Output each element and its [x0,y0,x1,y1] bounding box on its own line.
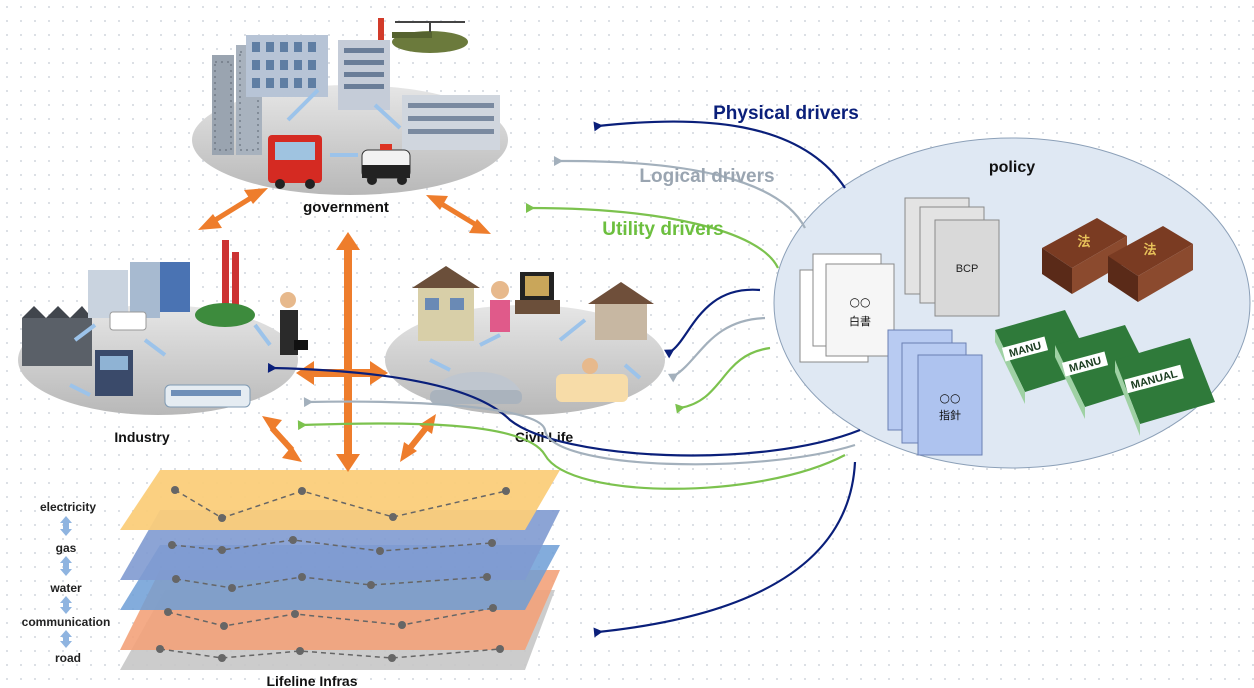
policy-group: policy ○○ 白書 BCP ○○ 指針 [773,137,1251,469]
layer-label-communication: communication [22,615,111,629]
policy-title: policy [989,159,1035,176]
government-civil-arrow [426,195,491,234]
physical-drivers-label: Physical drivers [713,103,859,124]
whitepaper-document-stack: ○○ 白書 [799,253,895,363]
layer-link-arrows [60,516,72,648]
physical-arrow-civil [663,288,761,359]
apartment-house-icon [412,266,480,341]
guideline-label-line2: 指針 [939,408,961,422]
utility-arrow-industry [297,420,846,490]
television-icon [515,272,560,314]
network-nodes [156,486,510,662]
bathtub-icon [556,358,628,402]
logical-arrow-civil [667,316,766,383]
lifeline-label: Lifeline Infras [266,673,357,688]
law-book-char-2: 法 [1143,242,1156,258]
guideline-label-line1: ○○ [940,391,961,405]
driver-arrows [267,120,861,638]
layer-label-electricity: electricity [40,500,96,514]
civil-life-cluster: Civil Life [385,266,665,445]
government-building-icon [338,18,390,110]
whitepaper-label-line1: ○○ [850,295,871,309]
government-cluster: government [192,18,508,216]
utility-arrow-government [525,202,779,269]
bcp-label: BCP [956,263,979,275]
layer-label-gas: gas [56,541,77,555]
industry-cluster: Industry [18,240,308,445]
industry-label: Industry [114,429,169,445]
law-book-icon-2: 法 [1108,226,1193,302]
family-icon [490,281,510,332]
law-book-char: 法 [1077,234,1090,250]
physical-arrow-industry [267,362,861,457]
layer-electricity-plane [120,470,560,530]
city-buildings-icon [88,262,190,318]
logical-drivers-label: Logical drivers [639,166,774,187]
house-icon [588,282,654,340]
truck-icon [95,350,133,396]
civil-lifeline-arrow [400,414,436,462]
power-plant-icon [195,240,255,327]
industry-lifeline-arrow [262,416,302,462]
logical-arrow-industry [303,397,856,466]
industry-civil-arrow [296,361,388,385]
layer-label-water: water [49,581,82,595]
manual-book-icon-3: MANUAL [1115,338,1215,436]
industry-interaction-arrows [69,323,272,397]
civil-interaction-arrows [429,318,642,380]
car-icon [430,371,522,404]
bcp-document-stack: BCP [904,197,1000,317]
government-interaction-arrows [286,88,402,157]
physical-arrow-government [593,120,846,189]
office-building-icon [246,35,328,97]
guideline-document-stack: ○○ 指針 [887,329,983,456]
utility-arrow-civil [675,346,771,414]
whitepaper-label-line2: 白書 [849,314,871,328]
lifeline-stack: electricity gas water communication road… [22,470,560,688]
helicopter-icon [392,21,468,53]
government-industry-arrow [198,188,268,230]
police-car-icon [361,144,411,185]
government-label: government [303,199,389,216]
law-book-icon: 法 [1042,218,1127,294]
government-lifeline-arrow [336,232,360,472]
fire-truck-icon [268,135,322,189]
utility-drivers-label: Utility drivers [602,219,723,240]
school-building-icon [402,95,500,150]
ambulance-icon [109,311,147,331]
businessman-icon [280,292,308,355]
factory-icon [22,306,92,366]
logical-arrow-government [553,156,806,229]
sector-link-arrows [198,188,491,472]
physical-arrow-lifeline [593,461,857,638]
layer-label-road: road [55,651,81,665]
train-icon [164,384,251,408]
